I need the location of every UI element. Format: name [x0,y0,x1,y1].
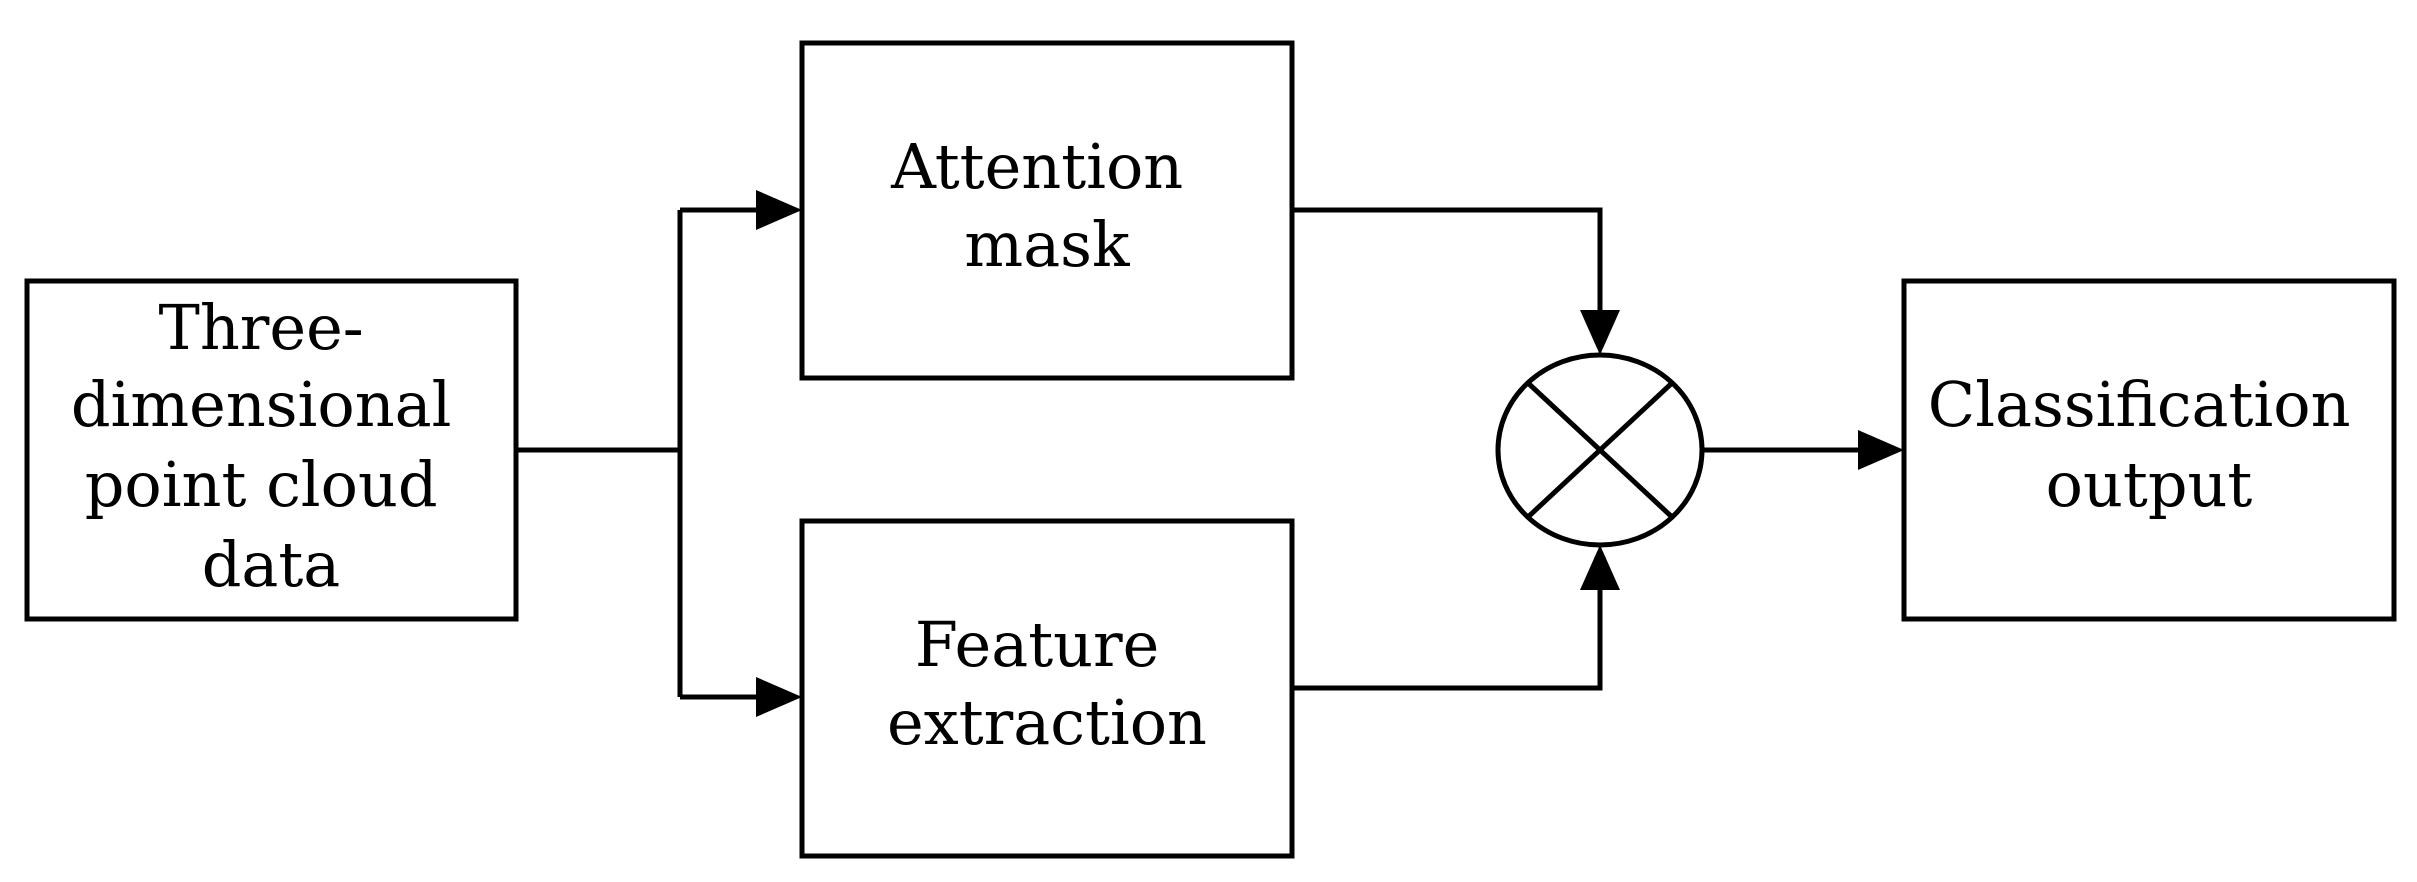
input-node: Three- dimensional point cloud data [24,278,519,622]
input-box [24,278,519,622]
attention-box [799,40,1295,381]
input-label: Three- dimensional point cloud data [71,291,471,601]
feature-multiply-arrowhead [1580,545,1620,590]
output-label-line: Classification [1928,368,2351,441]
feature-arrowhead [756,677,802,717]
attention-node: Attention mask [799,40,1295,381]
feature-label: Feature extraction [887,608,1207,759]
multiply-circle-icon [1495,352,1705,548]
attention-multiply-arrowhead [1580,310,1620,355]
multiply-cross-line [1526,381,1674,519]
output-box [1901,278,2397,622]
output-label: Classification output [1928,368,2370,521]
output-label-line: output [2046,448,2253,521]
output-node: Classification output [1901,278,2397,622]
feature-label-line: extraction [887,686,1207,759]
input-label-line: Three- [159,291,364,364]
input-label-line: point cloud [85,448,438,521]
attention-label: Attention mask [890,130,1203,281]
attention-label-line: mask [964,208,1130,281]
attention-arrowhead [756,190,802,230]
attention-to-multiply-line [1292,207,1603,320]
input-label-line: dimensional [71,368,452,441]
input-label-line: data [202,528,341,601]
connectors [516,190,1904,717]
feature-to-multiply-line [1292,580,1603,691]
output-arrowhead [1858,430,1904,470]
feature-label-line: Feature [915,608,1159,681]
feature-box [799,518,1295,859]
feature-node: Feature extraction [799,518,1295,859]
attention-label-line: Attention [890,130,1183,203]
